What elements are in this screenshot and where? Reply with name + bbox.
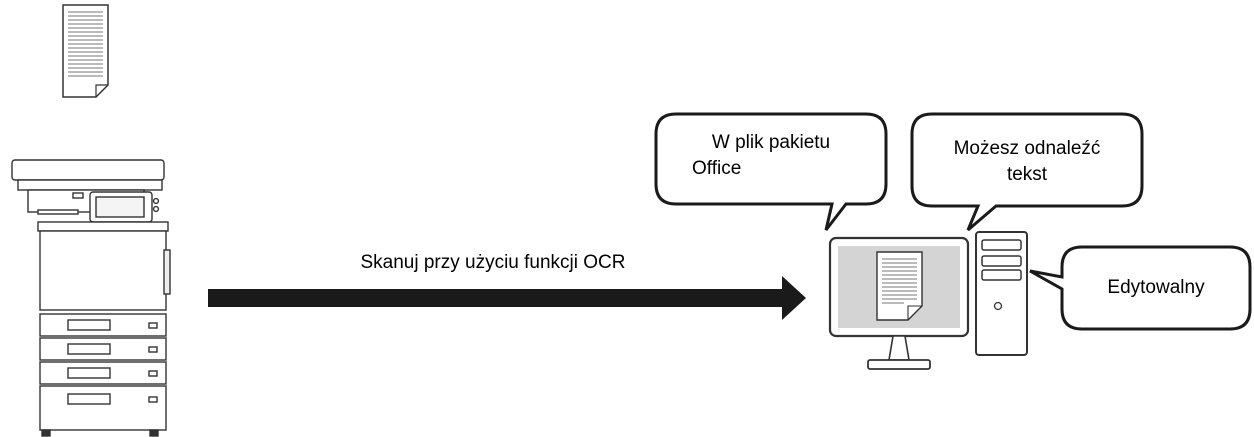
document-icon [62, 4, 109, 98]
editable-callout-text: Edytowalny [1107, 277, 1205, 298]
office-callout-text: W plik pakietu Office [666, 130, 876, 182]
scan-arrow-label: Skanuj przy użyciu funkcji OCR [360, 252, 626, 273]
on-screen-document-icon [876, 251, 923, 321]
office-callout-line1: W plik pakietu [711, 132, 831, 153]
scan-arrow [208, 276, 806, 320]
printer-icon [11, 159, 171, 437]
office-callout-line2: Office [692, 158, 742, 179]
search-callout-bubble [910, 112, 1144, 232]
search-callout-line1: Możesz odnaleźć [953, 138, 1101, 159]
office-callout-bubble [654, 112, 888, 231]
pc-tower-icon [975, 231, 1028, 356]
editable-callout-bubble [1029, 245, 1252, 331]
search-callout-text: Możesz odnaleźć tekst [918, 136, 1136, 188]
search-callout-line2: tekst [1006, 164, 1048, 185]
